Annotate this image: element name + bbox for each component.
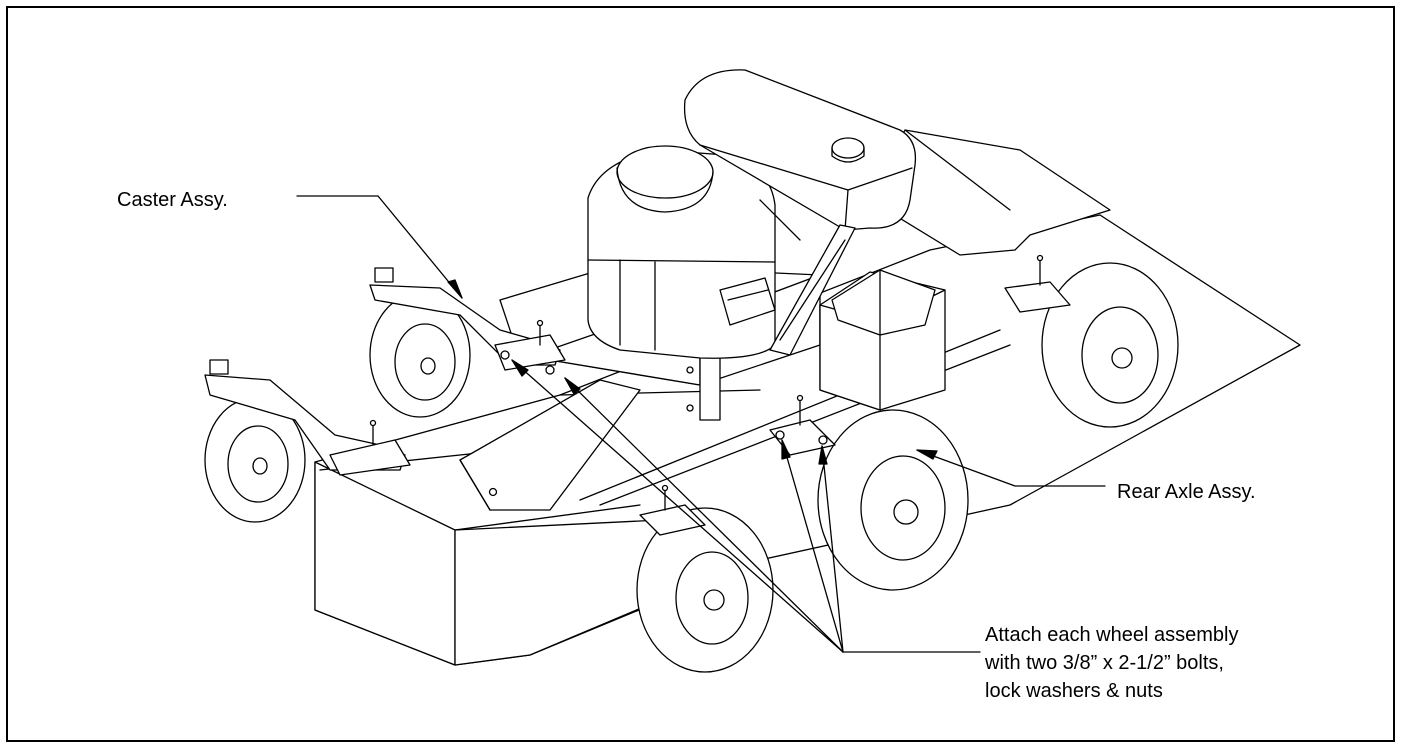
rear-axle-assy-label: Rear Axle Assy. [1117, 481, 1256, 503]
rear-wheel-right-front [817, 409, 969, 591]
bolts [369, 254, 1044, 511]
battery-box [819, 269, 946, 411]
axle-brackets [639, 281, 1071, 536]
attach-instructions-label: Attach each wheel assembly with two 3/8”… [985, 621, 1238, 705]
figure-frame [6, 6, 1395, 742]
caster-assy-label: Caster Assy. [117, 189, 228, 211]
caster-arm-front [204, 359, 411, 476]
caster-wheel-rear-left [369, 292, 471, 418]
tank-bracket [769, 224, 856, 356]
caster-wheel-front-left [204, 397, 306, 523]
rear-shield [869, 129, 1111, 256]
attach-instructions-line-2: with two 3/8” x 2-1/2” bolts, [985, 652, 1224, 674]
engine [587, 145, 776, 359]
attach-instructions-line-1: Attach each wheel assembly [985, 624, 1239, 646]
attach-instructions-line-3: lock washers & nuts [985, 680, 1163, 702]
fuel-tank [683, 69, 917, 241]
leader-lines [296, 195, 1106, 653]
rear-wheel-right-back [1041, 262, 1179, 428]
